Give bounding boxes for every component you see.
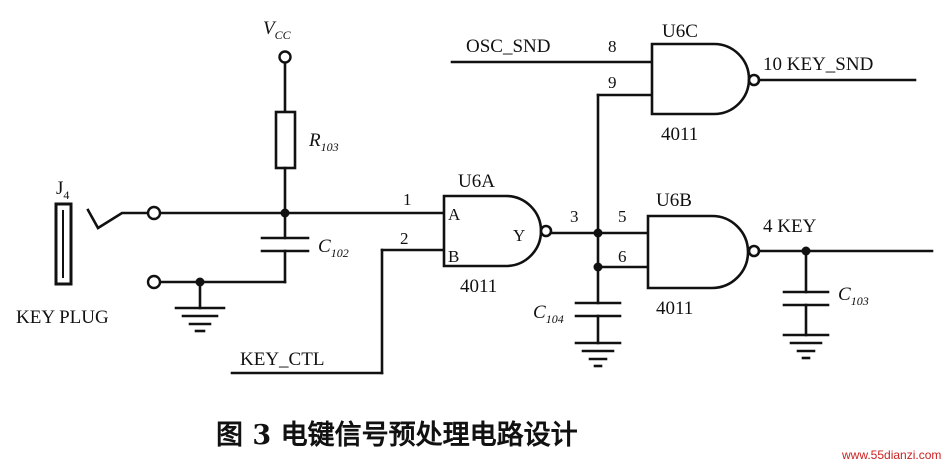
- gate-u6a-name: U6A: [458, 171, 495, 192]
- label-r103: R103: [308, 130, 339, 154]
- label-c103: C103: [838, 284, 869, 308]
- gate-u6a-pin-b: B: [448, 247, 459, 266]
- label-key-ctl: KEY_CTL: [240, 349, 324, 370]
- resistor-r103: [274, 110, 297, 170]
- gate-u6c-part: 4011: [661, 124, 698, 145]
- gate-u6a-pin-y: Y: [513, 226, 525, 245]
- junction-bus-bottom: [593, 262, 603, 272]
- gate-u6b-name: U6B: [656, 190, 692, 211]
- label-vcc: VCC: [263, 18, 292, 42]
- gate-u6a-bubble: [539, 224, 553, 238]
- gate-u6c: [650, 42, 751, 116]
- label-key: 4 KEY: [763, 216, 817, 237]
- gate-u6b-part: 4011: [656, 298, 693, 319]
- label-c102: C102: [318, 236, 349, 260]
- junction-ground: [195, 277, 205, 287]
- gate-u6b: [646, 214, 750, 290]
- pin-6: 6: [618, 247, 627, 266]
- pin-9: 9: [608, 73, 617, 92]
- gate-u6a-part: 4011: [460, 276, 497, 297]
- pin-8: 8: [608, 37, 617, 56]
- junction-bus-top: [593, 228, 603, 238]
- pin-5: 5: [618, 207, 627, 226]
- pin-1: 1: [403, 190, 412, 209]
- pin-2: 2: [400, 229, 409, 248]
- gate-u6c-name: U6C: [662, 21, 698, 42]
- terminal-jack-ground: [146, 274, 162, 290]
- terminal-vcc: [278, 50, 292, 64]
- label-c104: C104: [533, 302, 564, 326]
- gate-u6b-bubble: [747, 244, 761, 258]
- junction-c103: [801, 246, 811, 256]
- pin-3: 3: [570, 207, 579, 226]
- figure-caption: 图 3 电键信号预处理电路设计: [216, 419, 578, 451]
- junction-r103: [280, 208, 290, 218]
- wire-jack-switch: [86, 208, 150, 230]
- gate-u6c-bubble: [747, 73, 761, 87]
- label-j4: J4: [56, 178, 69, 202]
- label-key-snd: 10 KEY_SND: [763, 54, 873, 75]
- watermark: www.55dianzi.com: [841, 448, 941, 462]
- label-osc-snd: OSC_SND: [466, 36, 550, 57]
- terminal-jack-tip: [146, 205, 162, 221]
- gate-u6a-pin-a: A: [448, 205, 461, 224]
- label-key-plug: KEY PLUG: [16, 307, 109, 328]
